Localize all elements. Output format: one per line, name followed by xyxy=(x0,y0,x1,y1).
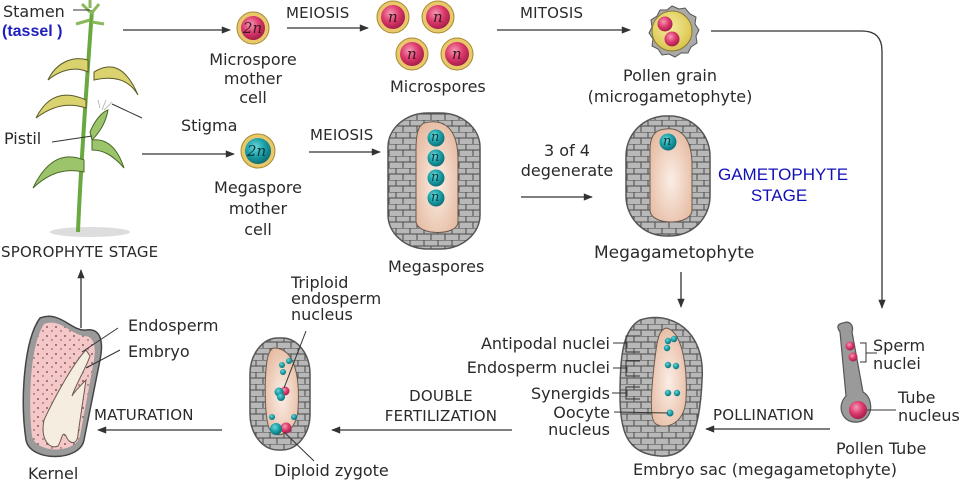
megaspore-mother-cell-label: Megaspore mother cell xyxy=(212,177,304,240)
megaspore-mother-ploidy: 2n xyxy=(247,142,267,160)
label-line: Pollen grain xyxy=(623,66,717,85)
microspore-mother-cell xyxy=(236,11,270,45)
microspore-ploidy: n xyxy=(388,8,398,26)
fertilized-ovule xyxy=(249,330,315,462)
label-line: cell xyxy=(244,220,272,239)
label-line: endosperm xyxy=(291,289,382,308)
megagametophyte-label: Megagametophyte xyxy=(594,243,755,263)
oocyte-nucleus-label: Oocyte nucleus xyxy=(440,404,610,438)
label-line: Megaspore xyxy=(214,178,302,197)
kernel-endosperm-label: Endosperm xyxy=(128,316,219,335)
label-line: cell xyxy=(239,88,267,107)
label-line: FERTILIZATION xyxy=(384,407,498,425)
megaspore-ploidy: n xyxy=(431,190,440,205)
label-line: STAGE xyxy=(750,186,808,205)
meiosis-label-mega: MEIOSIS xyxy=(310,126,374,144)
kernel-label: Kernel xyxy=(28,464,79,483)
microspore-ploidy: n xyxy=(433,8,443,26)
stamen-label: Stamen xyxy=(3,2,65,21)
pollen-tube xyxy=(837,321,896,423)
megaspores-ovule xyxy=(387,112,481,250)
microspores-label: Microspores xyxy=(390,77,486,96)
embryo-sac-ovule xyxy=(612,316,703,457)
megaspores-label: Megaspores xyxy=(388,257,485,276)
label-line: mother xyxy=(223,69,283,88)
label-line: Microspore xyxy=(209,50,297,69)
tassel-label: (tassel ) xyxy=(2,23,63,40)
antipodal-nuclei-label: Antipodal nuclei xyxy=(480,334,610,353)
label-line: nuclei xyxy=(873,354,921,373)
degenerate-label: 3 of 4 degenerate xyxy=(517,141,617,181)
triploid-endosperm-label: Triploid endosperm nucleus xyxy=(291,275,381,323)
megagametophyte-ovule xyxy=(625,115,711,237)
label-line: DOUBLE xyxy=(409,387,473,405)
sporophyte-stage-label: SPOROPHYTE STAGE xyxy=(1,243,159,261)
megaspore-ploidy: n xyxy=(431,170,440,185)
pollen-grain xyxy=(648,5,700,58)
arrow-pollen-to-tube xyxy=(711,30,886,309)
label-line: nucleus xyxy=(291,305,353,324)
pistil-leader-line xyxy=(51,135,93,143)
pistil-label: Pistil xyxy=(4,129,42,148)
mitosis-label: MITOSIS xyxy=(520,4,584,22)
pollination-label: POLLINATION xyxy=(713,406,815,424)
label-line: 3 of 4 xyxy=(544,141,590,160)
megaspore-ploidy: n xyxy=(431,150,440,165)
kernel-illustration xyxy=(22,315,121,458)
label-line: Sperm xyxy=(873,336,926,355)
label-line: (microgametophyte) xyxy=(587,87,753,106)
pollen-tube-label: Pollen Tube xyxy=(836,439,927,458)
label-line: GAMETOPHYTE xyxy=(718,165,849,184)
sperm-nuclei-label: Sperm nuclei xyxy=(873,337,925,373)
megagametophyte-ploidy: n xyxy=(663,134,672,149)
maturation-label: MATURATION xyxy=(94,406,194,424)
label-line: Triploid xyxy=(291,273,349,292)
maize-plant-illustration xyxy=(32,0,143,237)
label-line: degenerate xyxy=(520,161,614,180)
label-line: Oocyte xyxy=(553,403,610,422)
stigma-label: Stigma xyxy=(181,116,238,135)
kernel-embryo-label: Embryo xyxy=(128,342,190,361)
pollen-grain-label: Pollen grain (microgametophyte) xyxy=(580,65,760,107)
double-fertilization-label: DOUBLE FERTILIZATION xyxy=(378,386,504,426)
label-line: nucleus xyxy=(898,406,960,425)
synergids-label: Synergids xyxy=(531,384,610,403)
meiosis-label-micro: MEIOSIS xyxy=(286,4,350,22)
microspores-tetrad xyxy=(376,0,474,71)
label-line: Tube xyxy=(898,388,936,407)
embryo-sac-label: Embryo sac (megagametophyte) xyxy=(633,460,898,479)
endosperm-nuclei-label: Endosperm nuclei xyxy=(466,358,610,377)
microspore-mother-ploidy: 2n xyxy=(243,19,263,37)
stigma-leader-line xyxy=(111,103,143,119)
microspore-mother-cell-label: Microspore mother cell xyxy=(208,50,298,107)
microspore-ploidy: n xyxy=(452,45,462,63)
diploid-zygote-label: Diploid zygote xyxy=(274,461,389,480)
flow-arrows xyxy=(77,24,886,434)
tube-nucleus-label: Tube nucleus xyxy=(898,389,960,425)
label-line: mother xyxy=(228,199,288,218)
microspore-ploidy: n xyxy=(407,45,417,63)
label-line: nucleus xyxy=(548,420,610,439)
megaspore-ploidy: n xyxy=(431,130,440,145)
gametophyte-stage-label: GAMETOPHYTE STAGE xyxy=(718,164,849,206)
megaspore-mother-cell xyxy=(240,133,276,169)
